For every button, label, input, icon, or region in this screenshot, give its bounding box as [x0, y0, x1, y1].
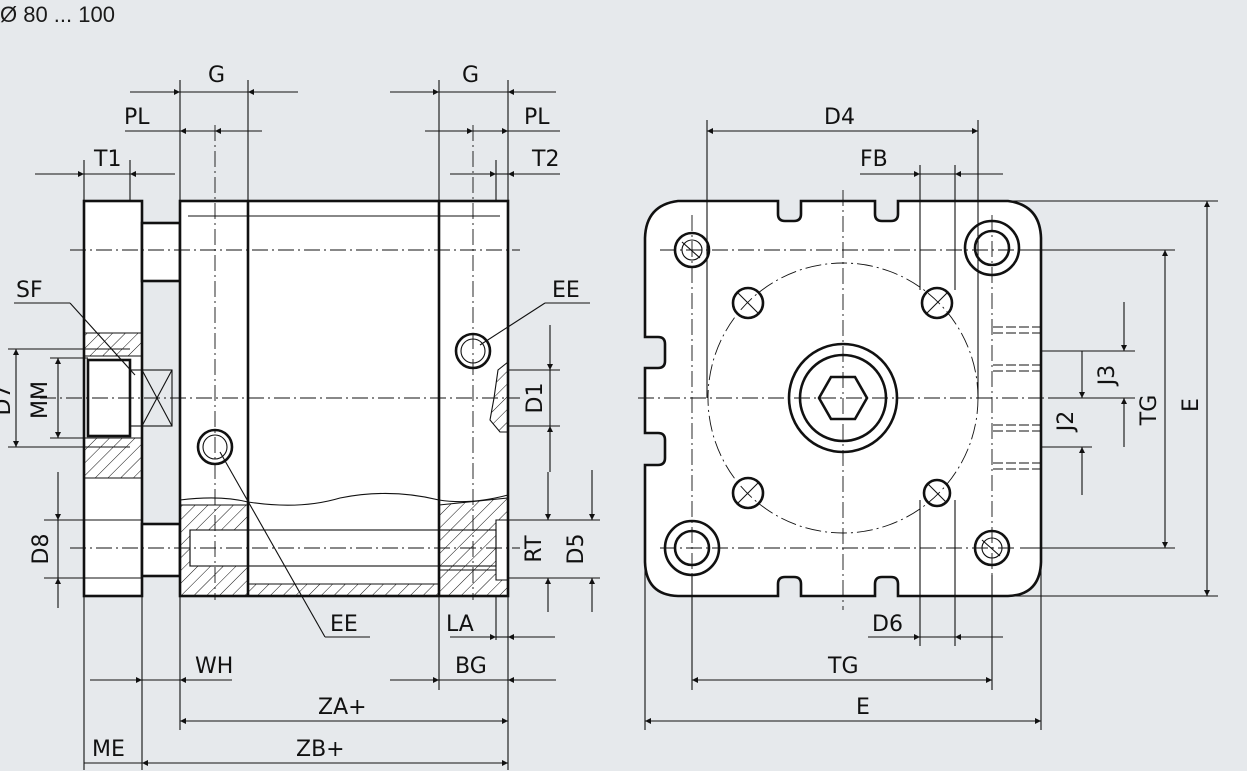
label-d5: D5 — [564, 534, 589, 565]
label-t2: T2 — [531, 147, 559, 172]
mounting-holes — [731, 286, 954, 510]
label-g-right: G — [462, 63, 479, 88]
label-rt: RT — [522, 535, 547, 563]
lower-rod — [140, 522, 182, 578]
label-g-left: G — [208, 63, 225, 88]
label-e-bottom: E — [856, 695, 870, 720]
label-tg-right: TG — [1137, 395, 1162, 427]
label-t1: T1 — [93, 147, 121, 172]
diameter-range-heading: Ø 80 ... 100 — [0, 2, 115, 27]
label-ee-bottom: EE — [330, 612, 358, 637]
label-d4: D4 — [824, 105, 855, 130]
upper-rod — [140, 221, 182, 283]
label-pl-right: PL — [524, 105, 550, 130]
label-ee-top: EE — [552, 278, 580, 303]
label-j3: J3 — [1095, 365, 1120, 388]
label-pl-left: PL — [124, 105, 150, 130]
label-d6: D6 — [872, 612, 903, 637]
corner-hole-top-left — [673, 231, 711, 269]
label-za: ZA+ — [318, 695, 367, 720]
hex-socket-end — [817, 375, 869, 421]
label-tg-bottom: TG — [827, 654, 859, 679]
flange-section-top — [83, 332, 143, 357]
label-d8: D8 — [29, 534, 54, 565]
corner-hole-bottom-right — [973, 529, 1011, 567]
label-bg: BG — [455, 654, 487, 679]
label-sf: SF — [16, 278, 43, 303]
end-view — [638, 120, 1218, 730]
label-me: ME — [92, 737, 125, 762]
side-view — [8, 80, 600, 770]
rod-flange — [82, 199, 144, 598]
flange-section-bottom — [83, 437, 143, 479]
label-zb: ZB+ — [296, 737, 345, 762]
label-d1: D1 — [523, 383, 548, 414]
label-wh: WH — [195, 654, 233, 679]
port-section — [489, 360, 509, 433]
corner-hole-top-right — [963, 219, 1021, 277]
dimension-labels: G G PL PL T1 T2 SF EE EE D7 MM D1 D8 RT … — [0, 63, 1204, 762]
barrel-section — [247, 583, 440, 597]
label-fb: FB — [860, 147, 888, 172]
label-e-right: E — [1179, 398, 1204, 412]
label-la: LA — [446, 612, 474, 637]
piston-rod-end — [787, 342, 899, 454]
label-j2: J2 — [1054, 411, 1079, 434]
sensor-slot-marks — [993, 326, 1040, 470]
label-d7: D7 — [0, 385, 16, 416]
label-mm: MM — [28, 381, 53, 419]
